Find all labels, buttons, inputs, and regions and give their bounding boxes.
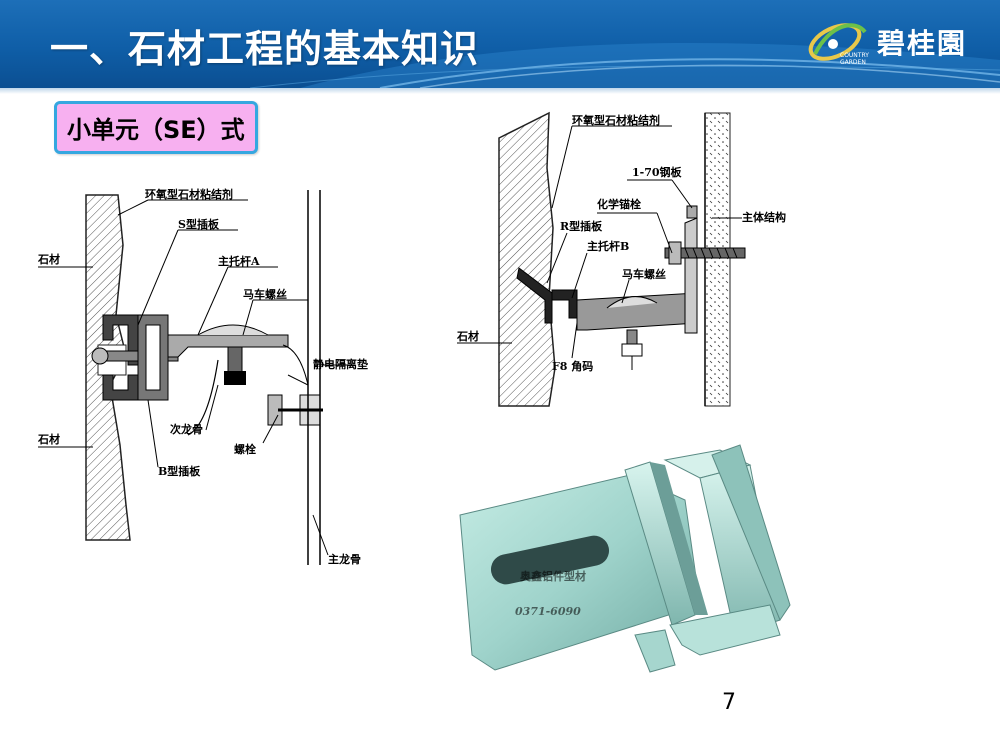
logo-sub-line1: COUNTRY [840, 52, 869, 59]
label-main-keel: 主龙骨 [328, 552, 361, 566]
watermark-phone: 0371-6090 [515, 605, 581, 618]
logo-emblem-icon [808, 23, 867, 61]
label-b-clip: B型插板 [158, 464, 201, 478]
b-clip-shape [102, 374, 139, 401]
label-bolt: 马车螺丝 [243, 287, 287, 301]
section-badge: 小单元（SE）式 [54, 101, 258, 154]
stone-slab-right [498, 111, 556, 407]
watermark-brand: 奥鑫铝件型材 [519, 569, 586, 583]
bracket-plate [167, 334, 289, 358]
left-diagram: 环氧型石材粘结剂 S型插板 主托杆A 马车螺丝 石材 石材 静电隔离垫 次龙骨 … [37, 185, 383, 570]
label-stone-right: 石材 [457, 329, 479, 343]
label-chem-anchor: 化学锚栓 [597, 197, 641, 211]
label-screw: 螺栓 [234, 442, 256, 456]
label-main-bracket: 主托杆A [218, 254, 260, 268]
logo-name: 碧桂園 [877, 27, 968, 60]
logo-sub-line2: GARDEN [840, 59, 866, 66]
plate-slot [490, 535, 610, 585]
logo-subtext: COUNTRY GARDEN [840, 52, 869, 66]
label-secondary-keel: 次龙骨 [170, 422, 203, 436]
label-s-clip: S型插板 [178, 217, 220, 231]
label-epoxy-right: 环氧型石材粘结剂 [572, 113, 660, 127]
label-angle-code: F8 角码 [552, 359, 593, 373]
label-main-structure: 主体结构 [742, 210, 786, 224]
right-diagram-drawing: 环氧型石材粘结剂 1-70钢板 化学锚栓 主体结构 R型插板 主托杆B 马车螺丝… [456, 111, 786, 407]
header-separator [0, 88, 1000, 94]
header-swoosh-decoration [249, 43, 1000, 88]
label-steel-plate: 1-70钢板 [632, 165, 683, 179]
label-r-clip: R型插板 [560, 219, 603, 233]
wall-structure [704, 112, 731, 407]
slide-header: 一、石材工程的基本知识 碧桂園 COUNTRY GARDEN [0, 0, 1000, 88]
label-main-bracket-right: 主托杆B [587, 239, 629, 253]
left-diagram-drawing: 环氧型石材粘结剂 S型插板 主托杆A 马车螺丝 石材 石材 静电隔离垫 次龙骨 … [37, 187, 368, 566]
aluminum-part-photo: 奥鑫铝件型材 0371-6090 [450, 430, 795, 685]
slide-title: 一、石材工程的基本知识 [50, 27, 480, 71]
label-stone-bottom: 石材 [38, 432, 60, 446]
page-number: 7 [722, 690, 736, 715]
label-stone-top: 石材 [38, 252, 60, 266]
company-logo: 碧桂園 COUNTRY GARDEN [805, 14, 980, 72]
label-epoxy: 环氧型石材粘结剂 [145, 187, 233, 201]
aluminum-part-drawing: 奥鑫铝件型材 0371-6090 [459, 444, 791, 673]
label-isolation-pad: 静电隔离垫 [313, 357, 368, 371]
right-diagram: 环氧型石材粘结剂 1-70钢板 化学锚栓 主体结构 R型插板 主托杆B 马车螺丝… [456, 108, 790, 408]
label-bolt-right: 马车螺丝 [622, 267, 666, 281]
